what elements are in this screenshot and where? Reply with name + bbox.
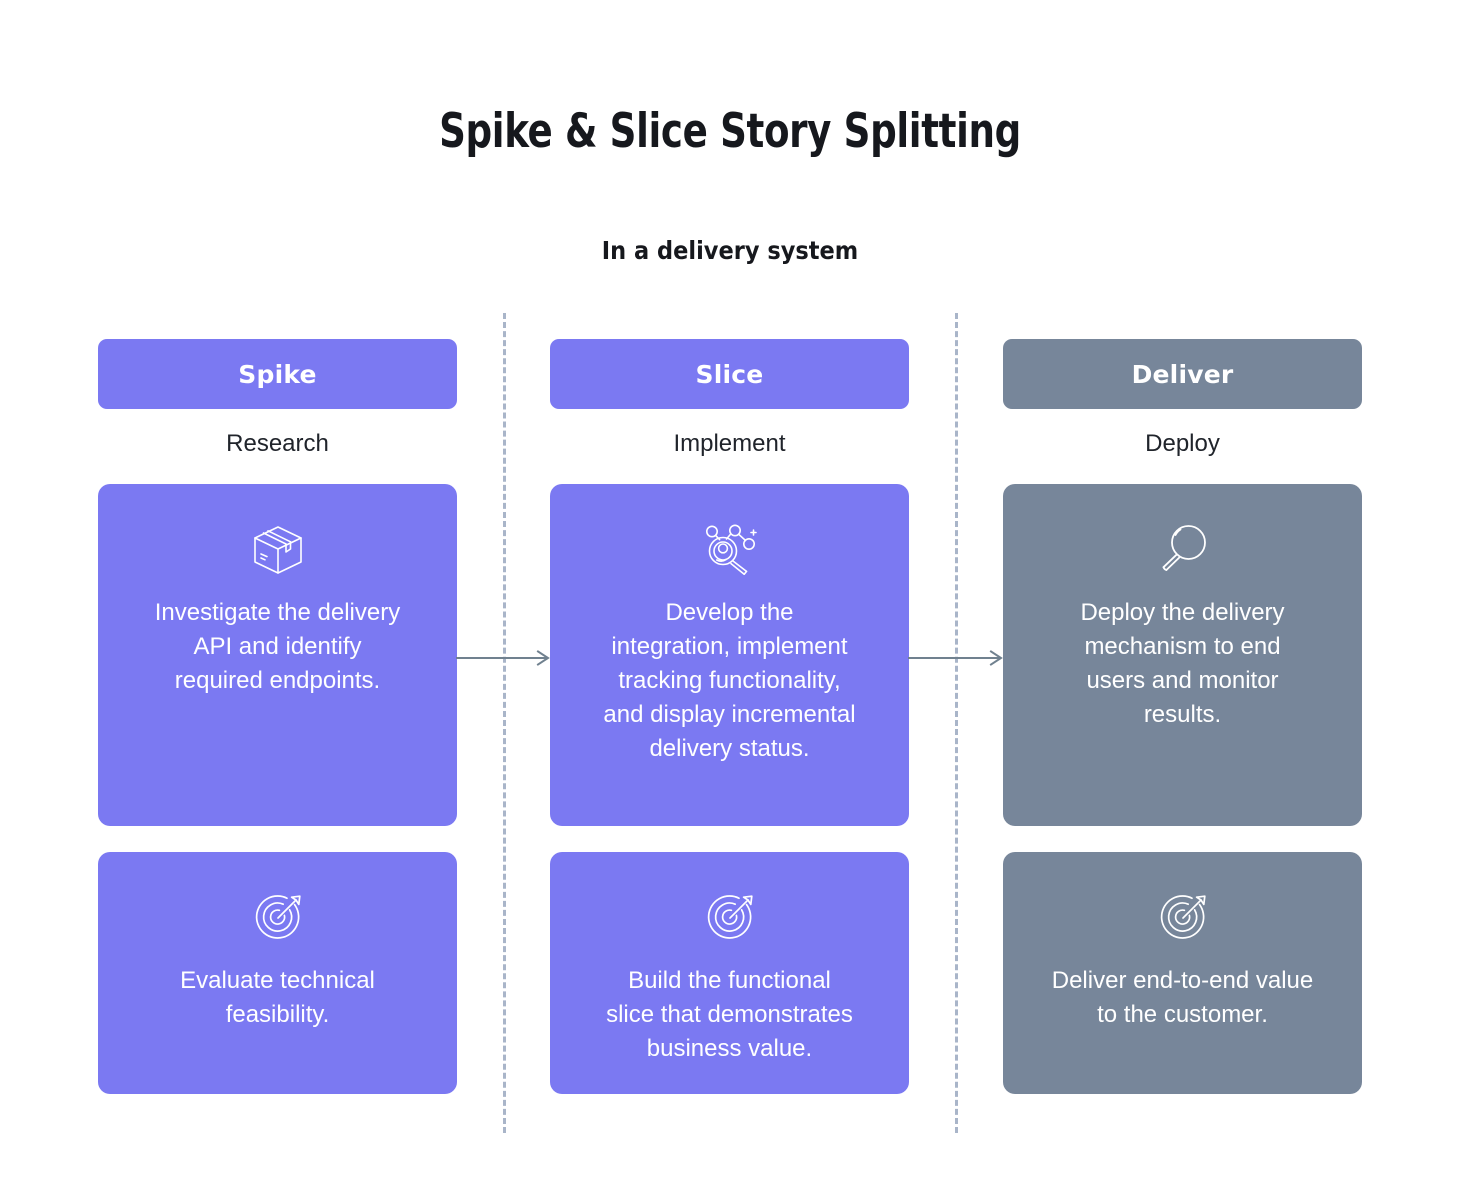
- column-divider-2: [955, 313, 958, 1133]
- column-header-spike[interactable]: Spike: [98, 339, 457, 409]
- column-subtitle-slice: Implement: [673, 430, 786, 457]
- card-text: Deploy the delivery mechanism to end use…: [1080, 599, 1285, 728]
- card-text: Build the functional slice that demonstr…: [606, 967, 853, 1062]
- column-header-slice[interactable]: Slice: [550, 339, 909, 409]
- card-text: Develop the integration, implement track…: [603, 599, 856, 762]
- page-title: Spike & Slice Story Splitting: [439, 104, 1021, 159]
- column-header-deliver[interactable]: Deliver: [1003, 339, 1362, 409]
- card-spike-secondary[interactable]: Evaluate technical feasibility.: [98, 852, 457, 1094]
- package-box-icon: [253, 526, 302, 574]
- arrow-slice-to-deliver: [908, 650, 1003, 666]
- card-deliver-secondary[interactable]: Deliver end-to-end value to the customer…: [1003, 852, 1362, 1094]
- card-text: Evaluate technical feasibility.: [180, 967, 375, 1028]
- card-deliver-primary[interactable]: Deploy the delivery mechanism to end use…: [1003, 484, 1362, 826]
- target-arrow-icon: [1160, 895, 1206, 939]
- target-arrow-icon: [707, 895, 753, 939]
- card-text: Deliver end-to-end value to the customer…: [1051, 967, 1314, 1028]
- column-header-label: Spike: [238, 359, 317, 389]
- magnifier-icon: [1162, 525, 1206, 571]
- column-header-label: Deliver: [1131, 359, 1234, 389]
- column-header-label: Slice: [695, 359, 764, 389]
- column-divider-1: [503, 313, 506, 1133]
- card-spike-primary[interactable]: Investigate the delivery API and identif…: [98, 484, 457, 826]
- column-subtitle-spike: Research: [226, 430, 329, 457]
- target-arrow-icon: [255, 895, 301, 939]
- column-spike: Spike Research Investigate the delivery …: [98, 339, 457, 1094]
- arrow-spike-to-slice: [456, 650, 550, 666]
- column-deliver: Deliver Deploy Deploy the delivery mecha…: [1003, 339, 1362, 1094]
- card-slice-secondary[interactable]: Build the functional slice that demonstr…: [550, 852, 909, 1094]
- column-slice: Slice Implement Develop the integration,…: [550, 339, 909, 1094]
- card-slice-primary[interactable]: Develop the integration, implement track…: [550, 484, 909, 826]
- card-text: Investigate the delivery API and identif…: [154, 599, 401, 694]
- column-subtitle-deliver: Deploy: [1145, 430, 1220, 457]
- page-subtitle: In a delivery system: [601, 236, 859, 265]
- analysis-magnifier-network-icon: [705, 524, 757, 575]
